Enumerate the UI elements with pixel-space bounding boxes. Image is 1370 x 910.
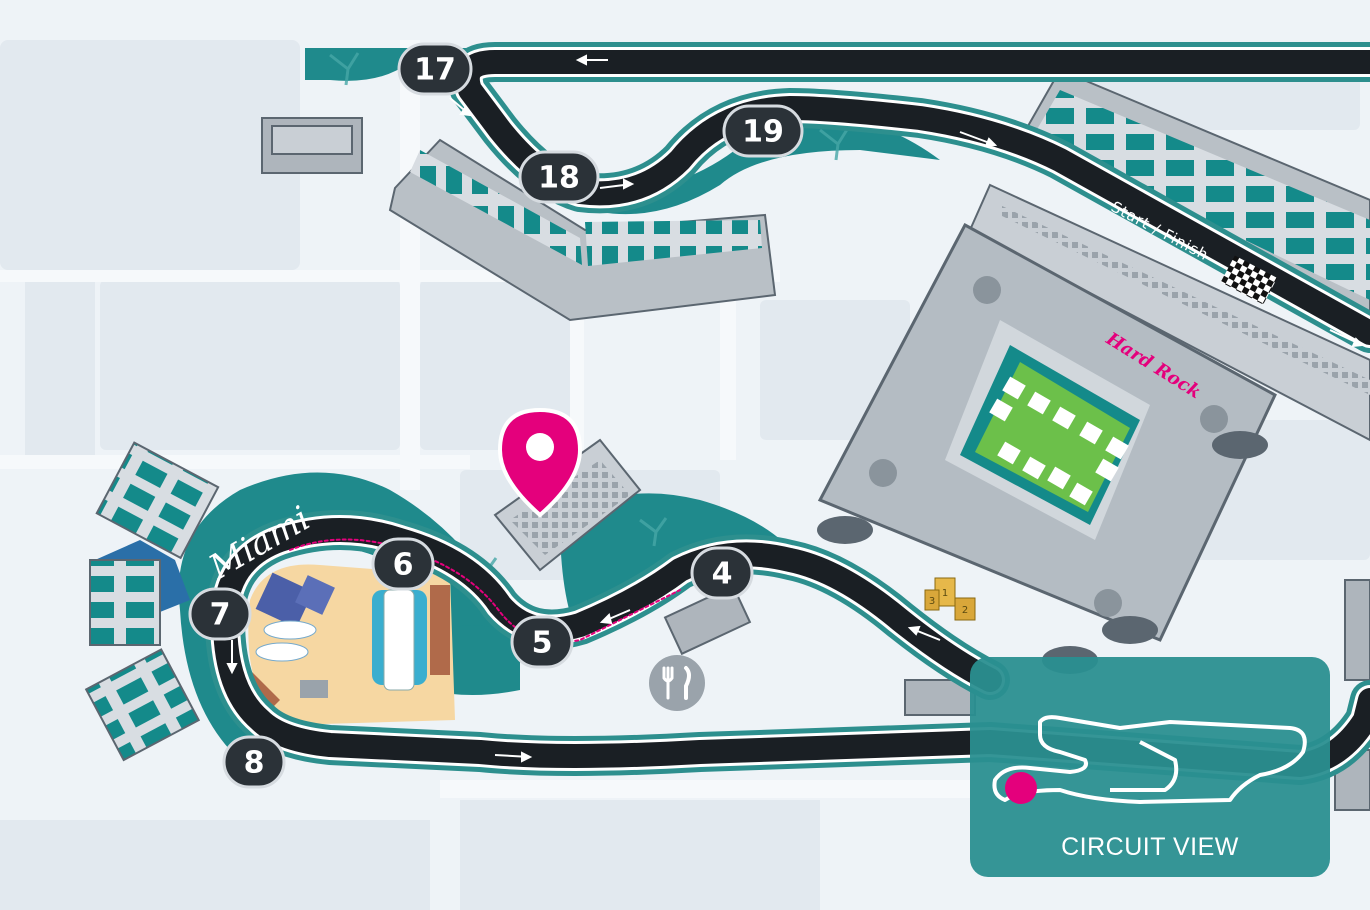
- fork-knife-icon[interactable]: [649, 655, 705, 711]
- turn-markers: 17 18 19 6 4 5 7 8: [188, 42, 804, 789]
- turn-marker-4[interactable]: 4: [690, 546, 754, 600]
- map-pin-icon[interactable]: [497, 407, 583, 518]
- turn-marker-18[interactable]: 18: [518, 150, 600, 204]
- svg-text:6: 6: [393, 548, 414, 583]
- grandstand-18: [388, 138, 777, 322]
- turn-marker-6[interactable]: 6: [371, 537, 435, 591]
- svg-text:4: 4: [712, 557, 733, 592]
- circuit-view-label: CIRCUIT VIEW: [1061, 833, 1239, 861]
- svg-text:18: 18: [538, 161, 580, 196]
- svg-text:19: 19: [742, 115, 784, 150]
- podium-place-1: 1: [942, 588, 948, 599]
- small-buildings: [261, 117, 1370, 811]
- grandstand-main: [1018, 68, 1370, 322]
- svg-text:5: 5: [532, 626, 553, 661]
- pit-building: [968, 183, 1370, 442]
- svg-text:8: 8: [244, 746, 265, 781]
- checkered-flag-icon: [1220, 255, 1278, 305]
- turn-marker-19[interactable]: 19: [722, 104, 804, 158]
- podium-place-3: 3: [929, 596, 935, 607]
- turn-marker-5[interactable]: 5: [510, 615, 574, 669]
- podium-icon: 1 2 3: [924, 577, 976, 621]
- podium-place-2: 2: [962, 605, 968, 616]
- turn-marker-8[interactable]: 8: [222, 735, 286, 789]
- circuit-outline-icon: [992, 715, 1307, 804]
- svg-text:7: 7: [210, 598, 231, 633]
- circuit-view-button[interactable]: CIRCUIT VIEW: [970, 657, 1330, 877]
- direction-arrows: [226, 54, 1365, 763]
- stadium: [817, 222, 1277, 674]
- turn-marker-7[interactable]: 7: [188, 587, 252, 641]
- grandstands-left: [84, 441, 220, 762]
- svg-text:17: 17: [414, 53, 456, 88]
- marina: [240, 564, 455, 725]
- current-location-dot: [1005, 772, 1037, 804]
- turn-marker-17[interactable]: 17: [397, 42, 473, 96]
